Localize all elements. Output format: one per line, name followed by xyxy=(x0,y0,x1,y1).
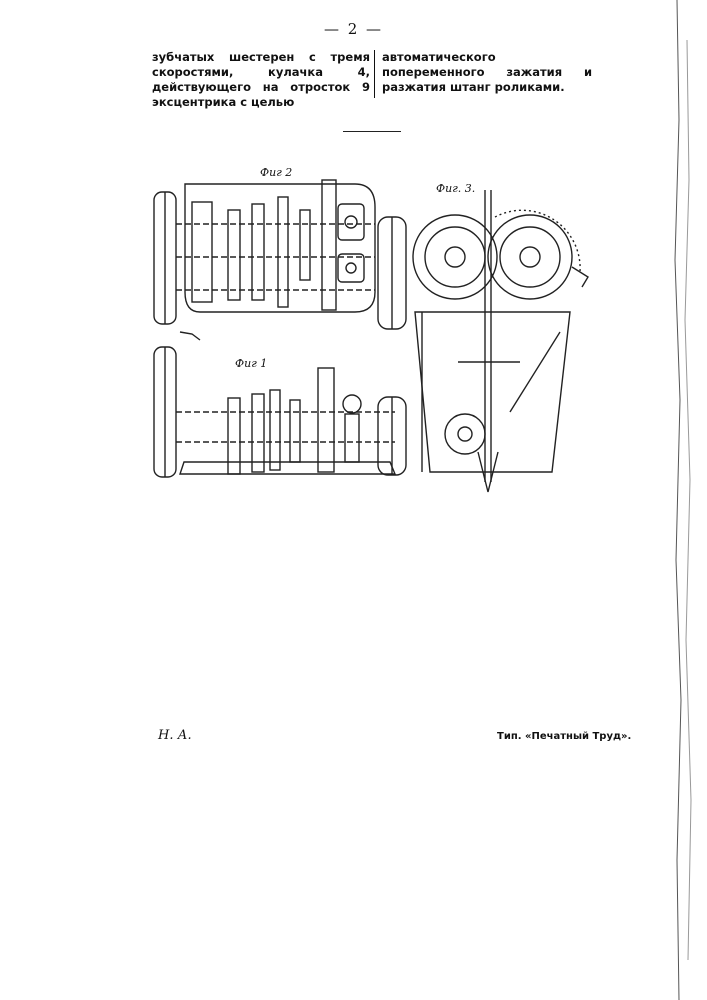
section-separator xyxy=(343,131,401,132)
page-number: — 2 — xyxy=(0,20,707,38)
fig2-label: Фиг 2 xyxy=(260,166,292,179)
figure-3-drawing xyxy=(413,190,588,492)
figure-2-drawing xyxy=(154,180,406,340)
patent-drawing: Фиг 2 Фиг 1 Фиг. 3. xyxy=(140,162,610,502)
footer-initials: Н. А. xyxy=(158,728,192,743)
fig3-label: Фиг. 3. xyxy=(436,182,475,195)
scan-edge-noise xyxy=(647,0,707,1000)
column-divider xyxy=(374,50,375,98)
footer-printer: Тип. «Печатный Труд». xyxy=(497,731,631,742)
fig1-label: Фиг 1 xyxy=(235,357,267,370)
text-column-right: автоматического попеременного зажатия и … xyxy=(382,50,592,95)
figure-1-drawing xyxy=(154,347,406,477)
text-column-left: зубчатых шестерен с тремя скоростями, ку… xyxy=(152,50,370,110)
